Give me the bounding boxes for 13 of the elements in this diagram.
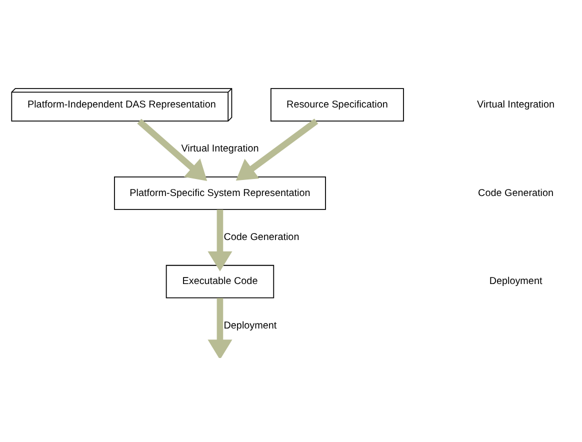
edge-label: Deployment	[224, 320, 277, 331]
label: Deployment	[489, 276, 542, 287]
node-box: Platform-Specific System Representation	[114, 176, 326, 210]
arrow	[137, 118, 208, 180]
label: Code Generation	[478, 187, 554, 198]
arrow	[208, 297, 232, 358]
edge-label: Code Generation	[224, 231, 300, 242]
node-box: Executable Code	[166, 264, 274, 298]
label: Virtual Integration	[477, 98, 555, 110]
edge-label: Virtual Integration	[181, 143, 259, 154]
arrow	[236, 118, 318, 180]
node-box: Resource Specification	[270, 88, 404, 122]
arrow	[208, 209, 232, 271]
